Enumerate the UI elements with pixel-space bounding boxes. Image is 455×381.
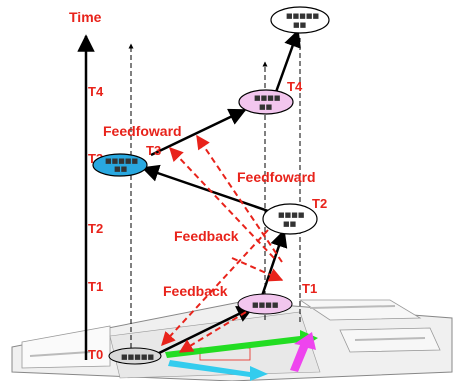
feedforward-arrow-upper (169, 146, 275, 259)
arrow-t1-to-t2 (260, 229, 288, 297)
svg-text:■■■■■: ■■■■■ (286, 12, 319, 20)
svg-text:■■■■: ■■■■ (252, 301, 278, 309)
feedback-label-upper: Feedback (174, 228, 239, 244)
feedback-arrow-lower (161, 229, 269, 347)
time-label-right-t3: T3 (146, 143, 161, 158)
base-plane (11, 299, 453, 381)
svg-text:■■■■: ■■■■ (254, 94, 280, 102)
feedforward-arrow-lower (196, 134, 283, 263)
time-label-t4: T4 (88, 84, 104, 99)
arrow-t0-to-t1 (154, 305, 255, 357)
svg-text:■■■■■: ■■■■■ (105, 157, 138, 165)
cyan-flow-arrow (168, 360, 268, 381)
svg-text:■■■■■: ■■■■■ (121, 353, 154, 361)
time-label-right-t2: T2 (312, 196, 327, 211)
magenta-flow-arrow (290, 332, 316, 372)
axis-title: Time (69, 9, 102, 25)
node-t1: ■■■■ (237, 293, 293, 315)
node-t0: ■■■■■ (108, 347, 162, 365)
node-t4: ■■■■ ■■ (238, 89, 294, 115)
feedforward-label-mid: Feedfoward (237, 169, 316, 185)
feedback-label-lower: Feedback (163, 283, 228, 299)
svg-text:■■: ■■ (259, 103, 272, 111)
node-t2: ■■■■ ■■ (262, 203, 318, 235)
time-label-right-t4: T4 (287, 79, 303, 94)
svg-text:■■: ■■ (283, 220, 296, 228)
svg-text:■■■■: ■■■■ (278, 211, 304, 219)
svg-text:■■: ■■ (114, 165, 127, 173)
green-flow-arrow (165, 330, 318, 358)
time-label-t2: T2 (88, 221, 103, 236)
feedback-arrow-base (178, 311, 247, 353)
node-t3: ■■■■■ ■■ (92, 153, 148, 177)
feedback-arrow-upper (231, 257, 284, 282)
arrow-t3-to-t4 (150, 108, 247, 157)
feedforward-label-upper: Feedfoward (103, 123, 182, 139)
arrow-t2-to-t3 (141, 164, 275, 215)
time-label-right-t1: T1 (302, 281, 317, 296)
arrow-t4-to-top (274, 29, 301, 93)
time-label-t0: T0 (88, 347, 103, 362)
svg-text:■■: ■■ (293, 21, 306, 29)
time-label-t1: T1 (88, 279, 103, 294)
node-top: ■■■■■ ■■ (270, 6, 330, 34)
